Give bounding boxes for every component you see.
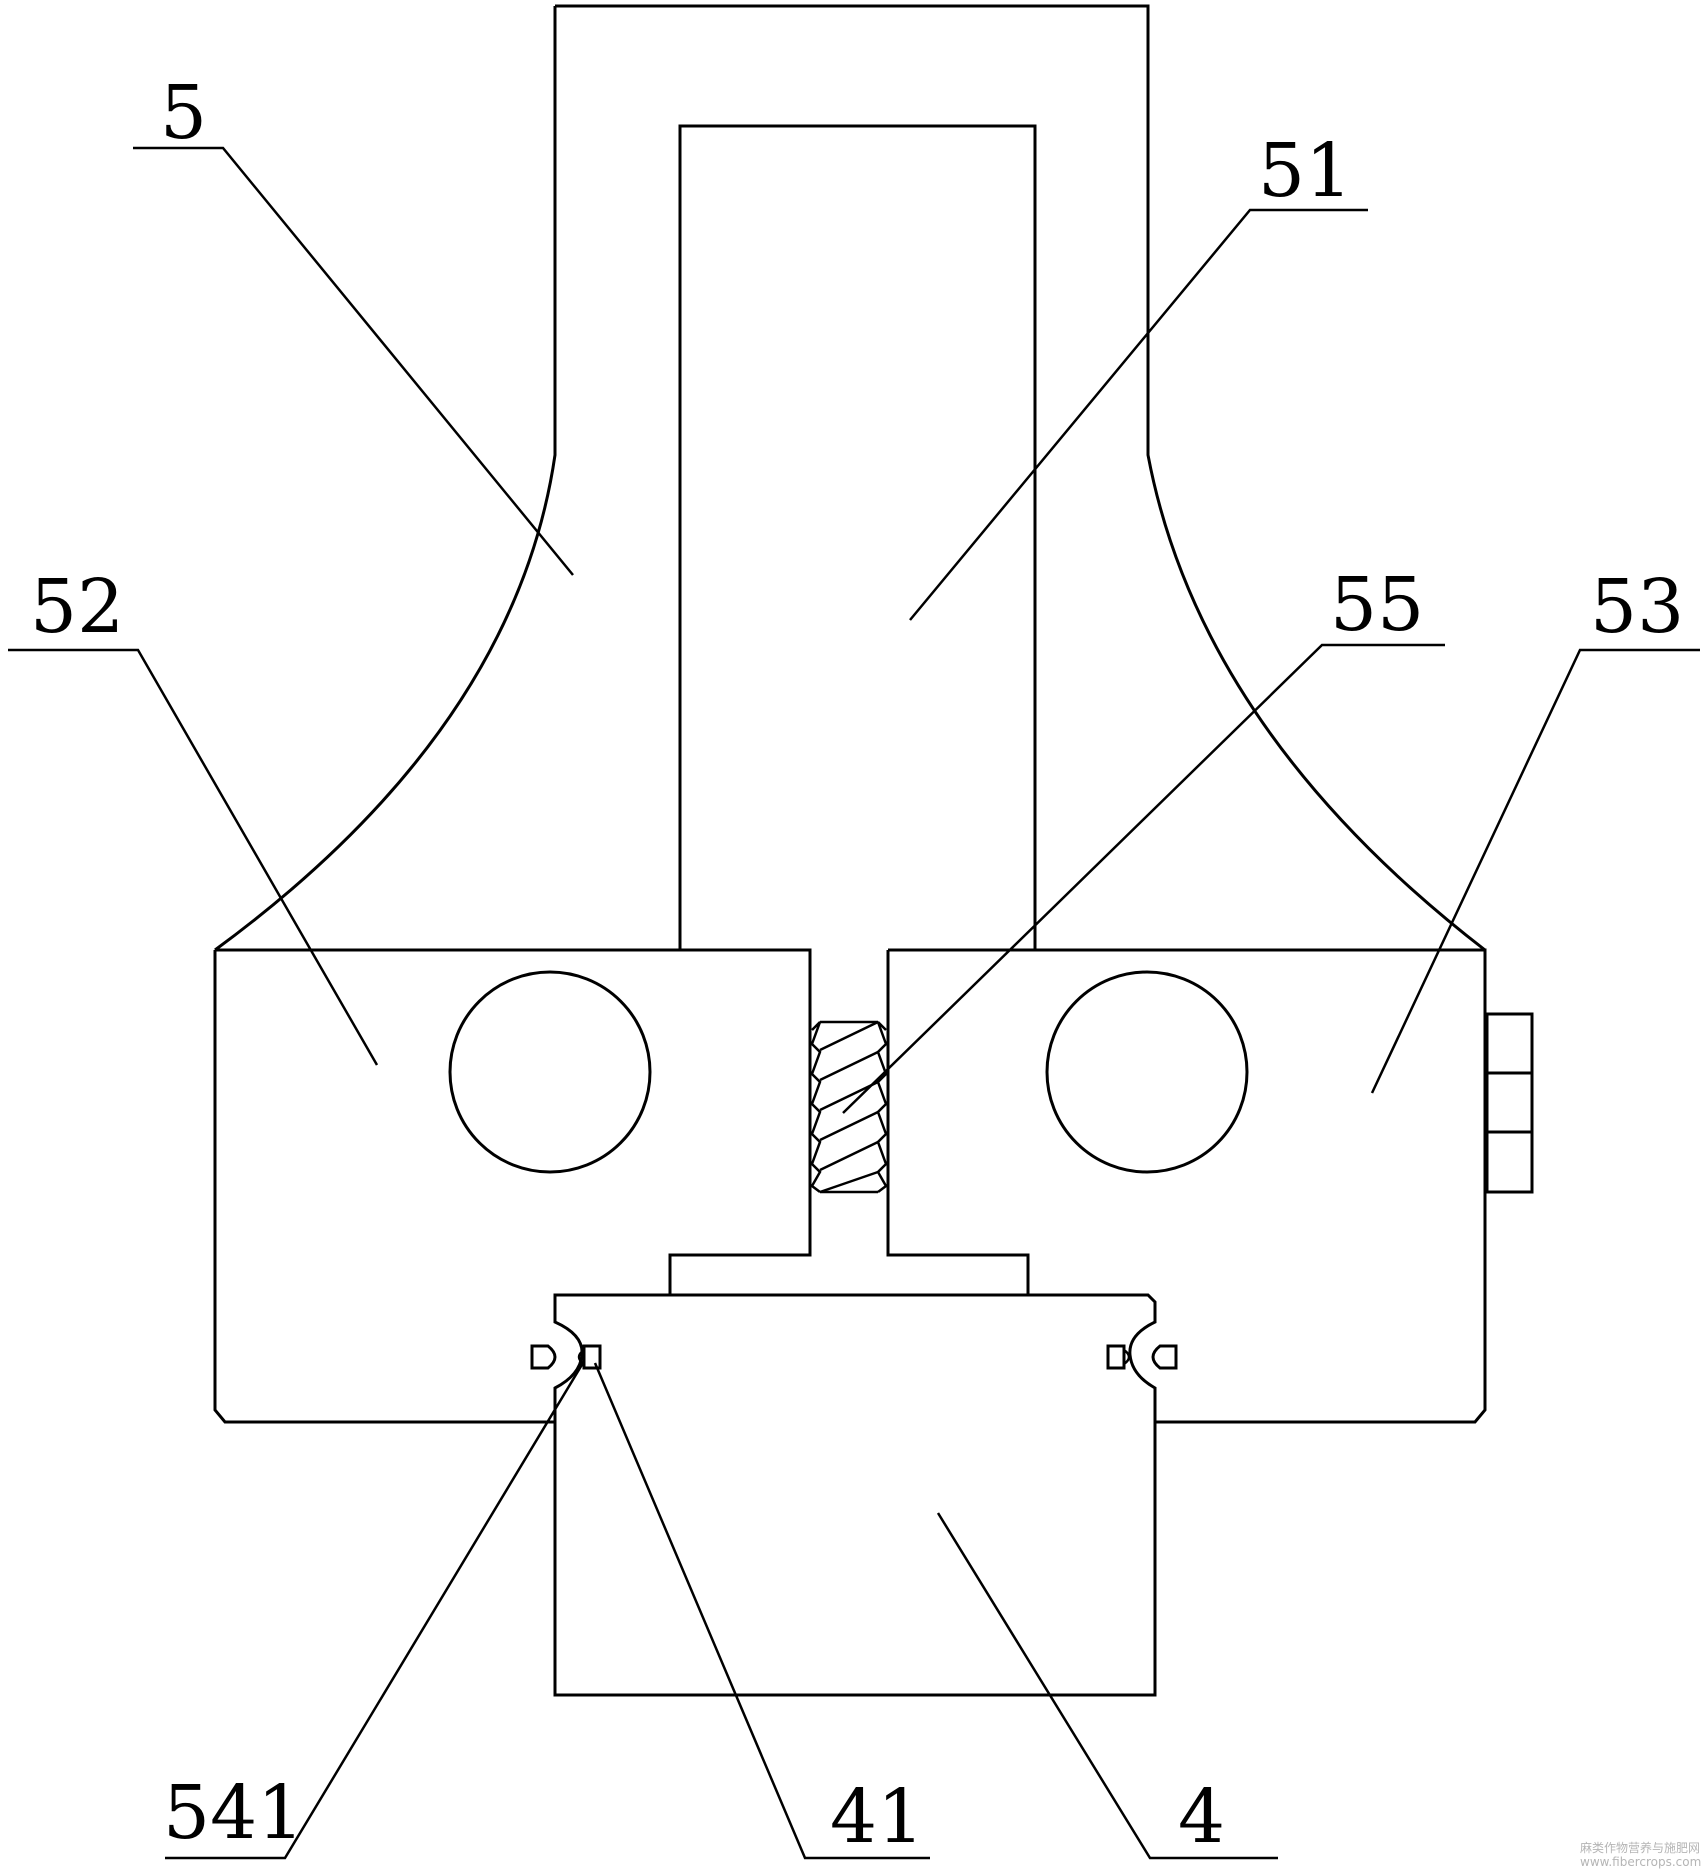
label-41: 41 bbox=[830, 1774, 924, 1860]
label-541: 541 bbox=[163, 1770, 304, 1856]
part-541-left-latch bbox=[530, 1344, 602, 1370]
watermark-line1: 麻类作物营养与施肥网 bbox=[1580, 1840, 1700, 1855]
part-55-spring bbox=[810, 1020, 888, 1194]
part-53-right-block bbox=[886, 948, 1534, 1424]
part-4-base bbox=[553, 1293, 1157, 1697]
label-55: 55 bbox=[1330, 562, 1424, 648]
bolt-head bbox=[1485, 1012, 1534, 1194]
label-52: 52 bbox=[30, 564, 124, 650]
leader-lines bbox=[8, 146, 1700, 1860]
watermark-line2: www.fibercrops.com bbox=[1580, 1855, 1701, 1869]
label-4: 4 bbox=[1178, 1774, 1225, 1860]
right-hole bbox=[1045, 970, 1249, 1174]
part-52-left-block bbox=[213, 948, 812, 1424]
part-51-slot bbox=[678, 124, 1037, 950]
label-51: 51 bbox=[1258, 128, 1352, 214]
left-hole bbox=[448, 970, 652, 1174]
reference-labels: 5 51 52 55 53 541 41 4 bbox=[30, 70, 1684, 1860]
watermark: 麻类作物营养与施肥网 www.fibercrops.com bbox=[1580, 1840, 1701, 1869]
right-latch bbox=[1106, 1344, 1178, 1370]
label-5: 5 bbox=[160, 70, 207, 156]
label-53: 53 bbox=[1590, 564, 1684, 650]
part-5-frame bbox=[214, 4, 1486, 952]
